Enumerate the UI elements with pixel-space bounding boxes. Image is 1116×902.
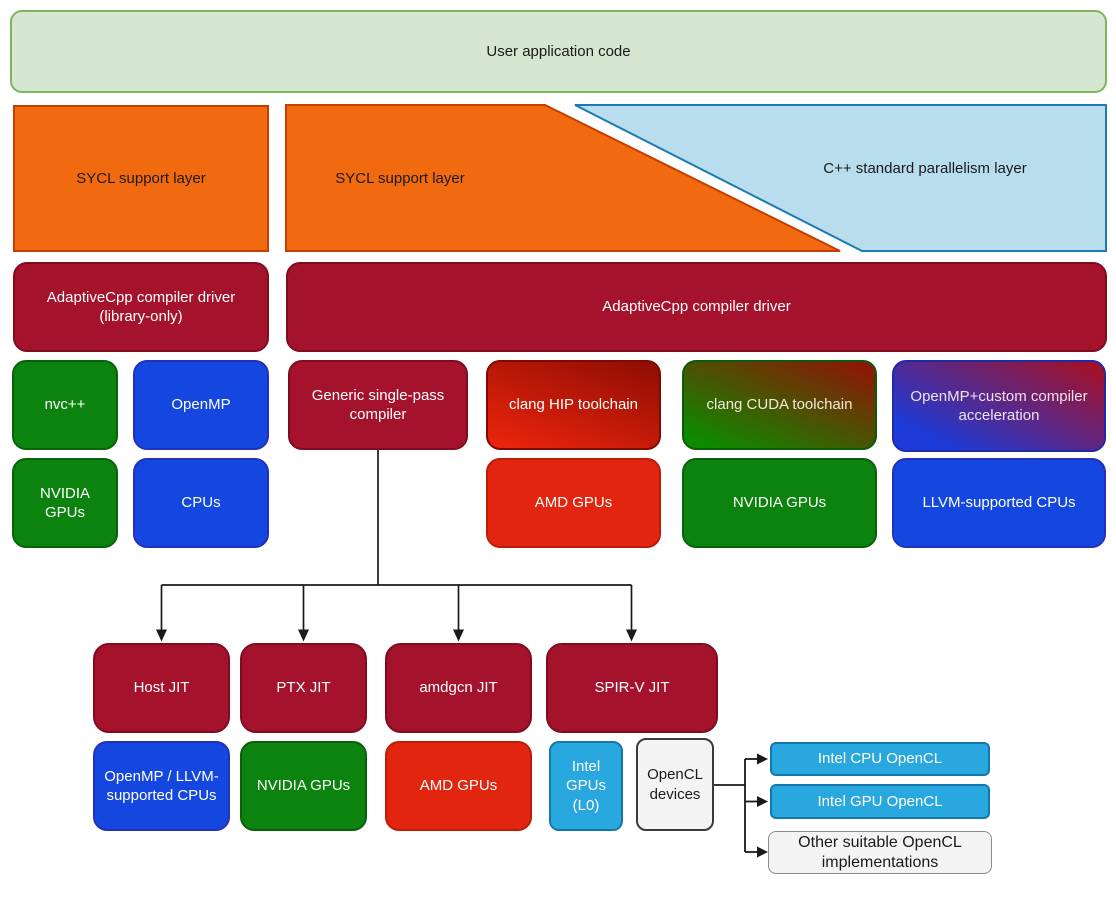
node-openmp: OpenMP <box>133 360 269 450</box>
node-adaptivecpp-driver: AdaptiveCpp compiler driver <box>286 262 1107 352</box>
arrow-down-icon <box>453 629 464 642</box>
node-llvm-supported-cpus: LLVM-supported CPUs <box>892 458 1106 548</box>
arrow-down-icon <box>626 629 637 642</box>
node-nvidia-gpus-2: NVIDIA GPUs <box>682 458 877 548</box>
node-cpus: CPUs <box>133 458 269 548</box>
node-nvidia-gpus-3: NVIDIA GPUs <box>240 741 367 831</box>
sycl-middle-layer-polygon <box>285 104 841 252</box>
node-host-jit: Host JIT <box>93 643 230 733</box>
node-nvcpp: nvc++ <box>12 360 118 450</box>
opencl-branch-arrowheads <box>757 753 768 858</box>
cpp-parallelism-layer-polygon <box>574 104 1107 252</box>
node-clang-cuda-toolchain: clang CUDA toolchain <box>682 360 877 450</box>
node-clang-hip-toolchain: clang HIP toolchain <box>486 360 661 450</box>
node-intel-gpu-opencl: Intel GPU OpenCL <box>770 784 990 819</box>
node-openmp-llvm-supported-cpus: OpenMP / LLVM-supported CPUs <box>93 741 230 831</box>
node-spirv-jit: SPIR-V JIT <box>546 643 718 733</box>
node-amdgcn-jit: amdgcn JIT <box>385 643 532 733</box>
node-generic-single-pass-compiler: Generic single-pass compiler <box>288 360 468 450</box>
node-openmp-custom-acceleration: OpenMP+custom compiler acceleration <box>892 360 1106 452</box>
node-other-opencl-implementations: Other suitable OpenCL implementations <box>768 831 992 874</box>
arrow-right-icon <box>757 796 768 807</box>
arrow-right-icon <box>757 753 768 765</box>
layer-sycl-support-middle-label: SYCL support layer <box>335 169 465 187</box>
node-ptx-jit: PTX JIT <box>240 643 367 733</box>
node-intel-cpu-opencl: Intel CPU OpenCL <box>770 742 990 776</box>
layer-sycl-support-left: SYCL support layer <box>13 105 269 252</box>
node-opencl-devices: OpenCL devices <box>636 738 714 831</box>
opencl-branch-connector <box>714 758 758 853</box>
arrow-down-icon <box>156 629 167 642</box>
arrow-down-icon <box>298 629 309 642</box>
node-intel-gpus-l0: Intel GPUs (L0) <box>549 741 623 831</box>
jit-fanout-connector <box>160 450 633 630</box>
node-amd-gpus-1: AMD GPUs <box>486 458 661 548</box>
node-nvidia-gpus-1: NVIDIA GPUs <box>12 458 118 548</box>
node-adaptivecpp-driver-library-only: AdaptiveCpp compiler driver (library-onl… <box>13 262 269 352</box>
jit-fanout-arrowheads <box>156 629 637 642</box>
layer-cpp-standard-parallelism-label: C++ standard parallelism layer <box>823 159 1027 177</box>
node-amd-gpus-2: AMD GPUs <box>385 741 532 831</box>
arrow-right-icon <box>757 846 768 858</box>
layer-user-application-code: User application code <box>10 10 1107 93</box>
